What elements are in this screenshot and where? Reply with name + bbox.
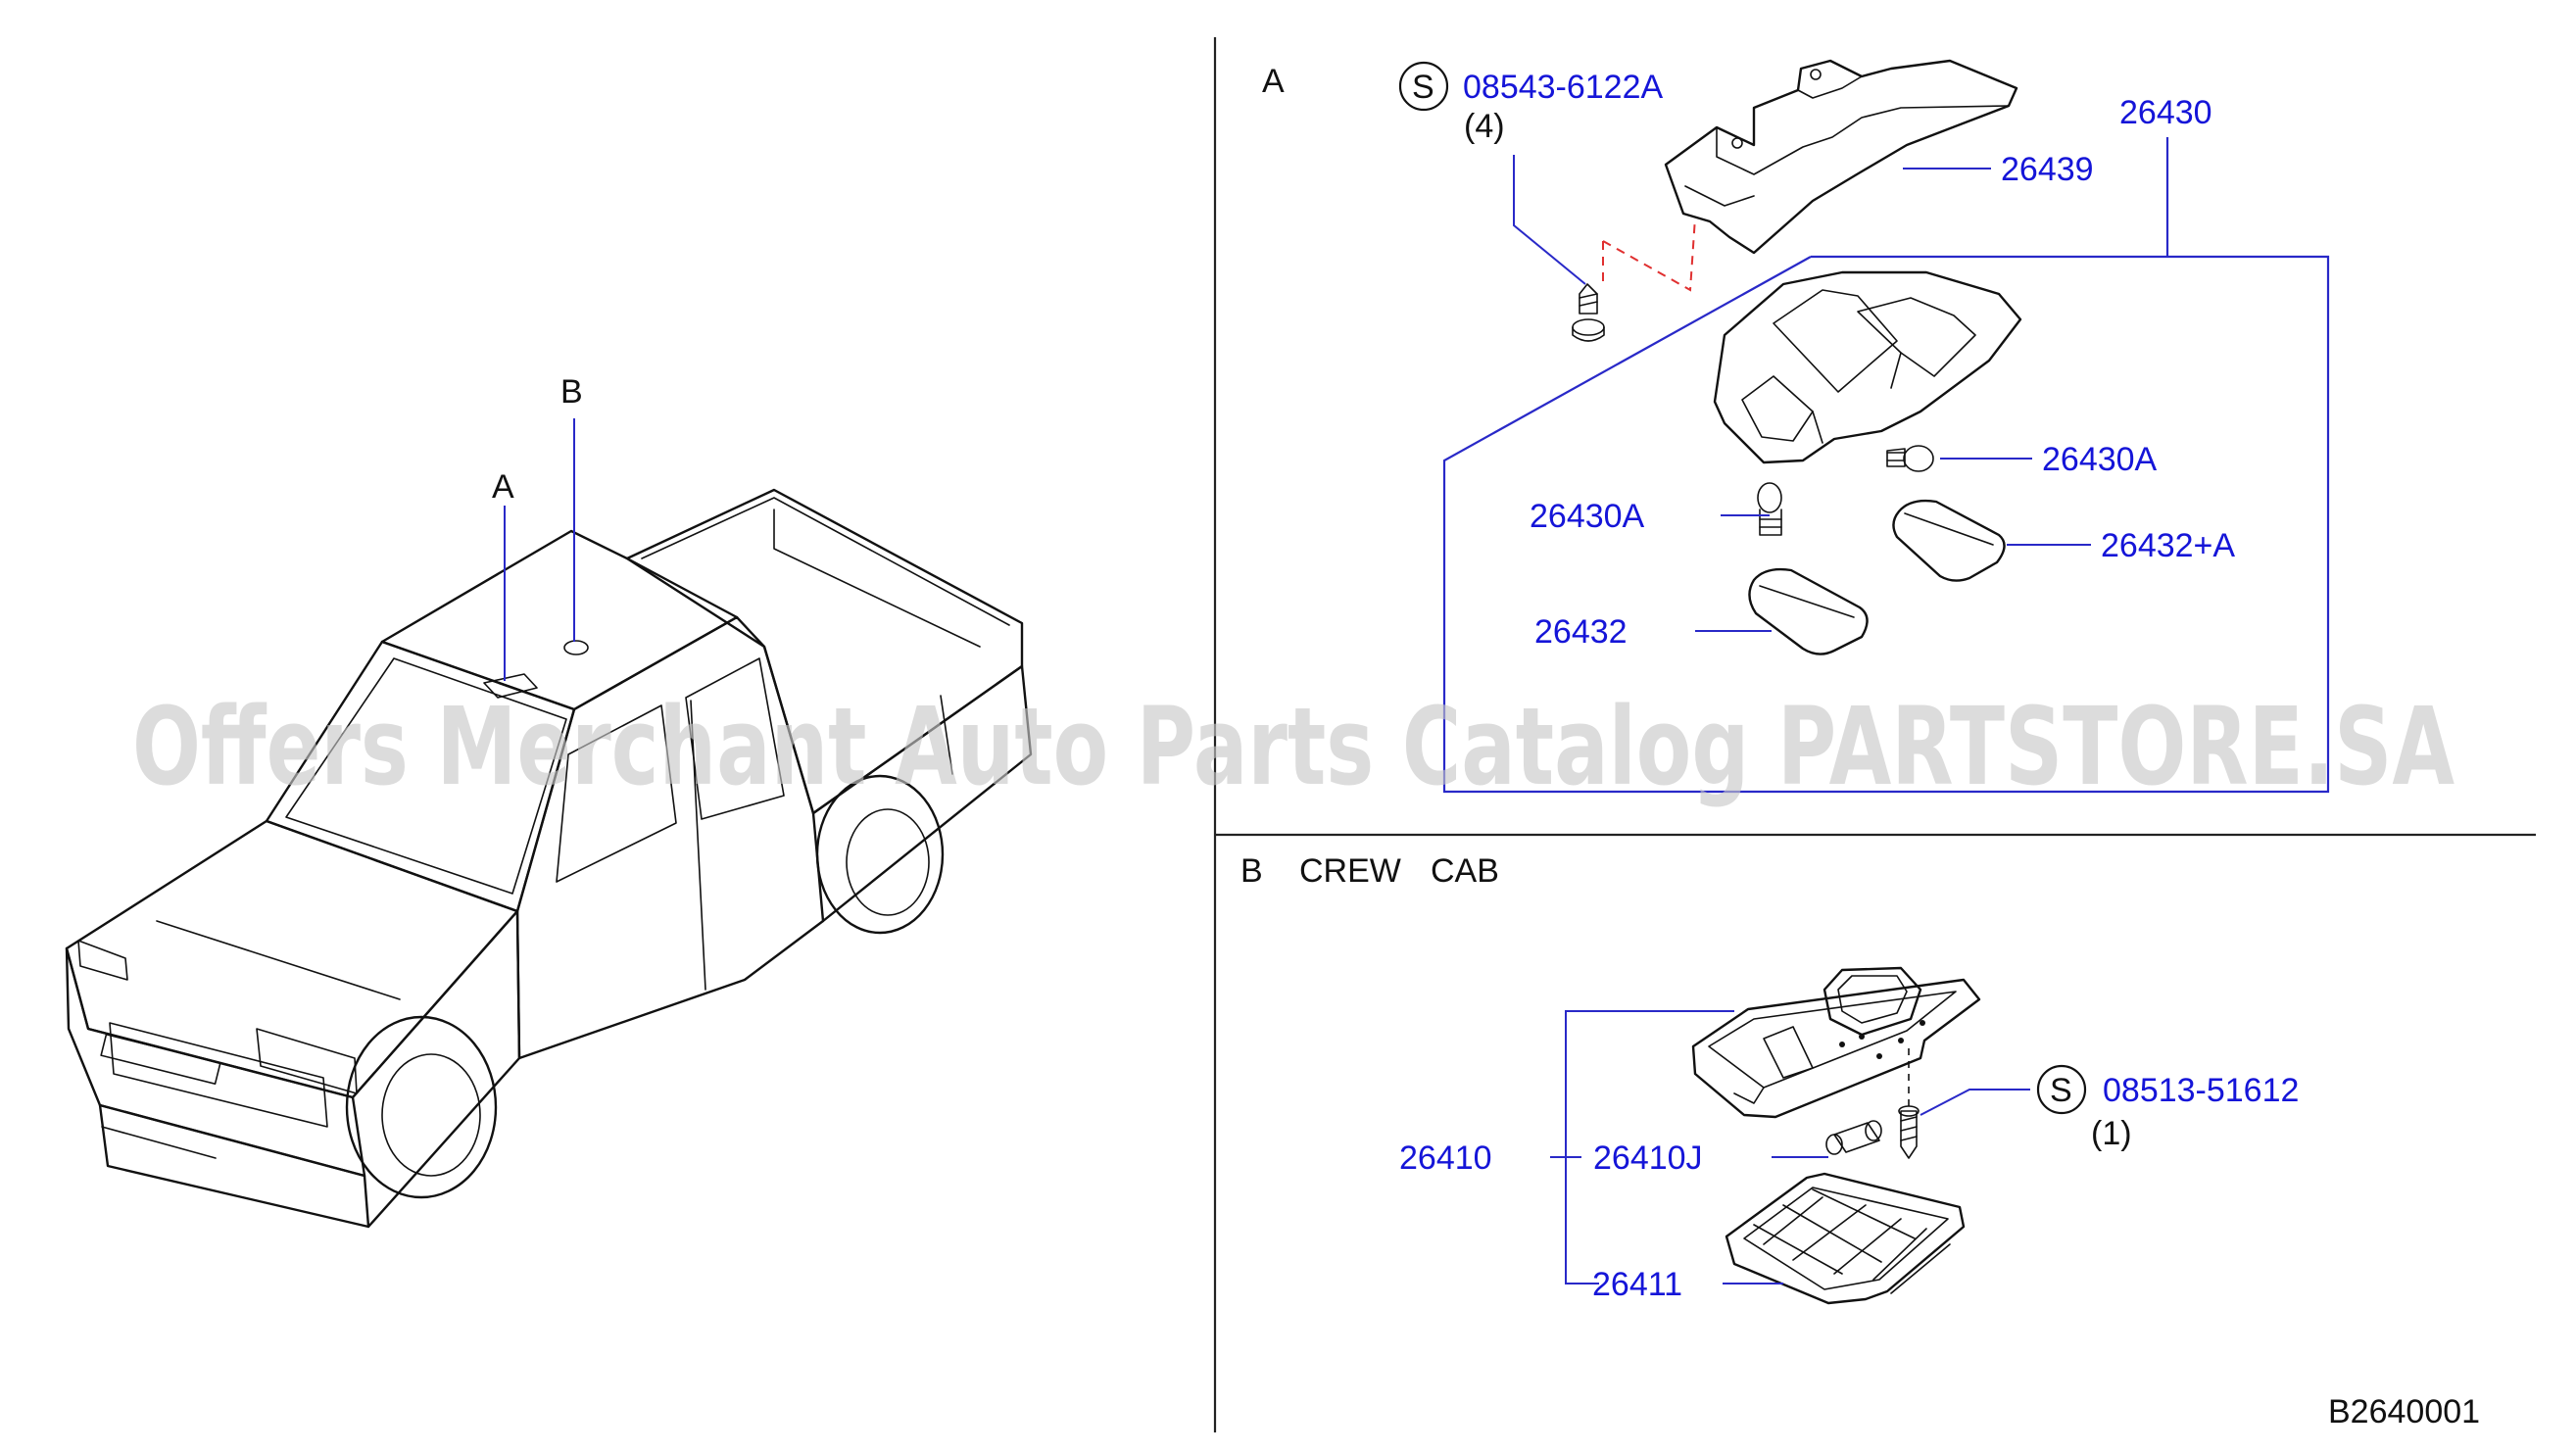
bracket-26439-drawing [1664,59,2018,255]
mounting-guide-dashed [1602,217,1696,292]
dome-lamp-housing-drawing [1691,966,1981,1119]
callout-b-label: B [560,373,583,411]
screw-a-leader [1513,155,1586,285]
screw-symbol-b: S [2036,1064,2087,1115]
truck-illustration [65,488,1033,1229]
diagram-id: B2640001 [2328,1393,2480,1430]
lens-left-drawing [1748,567,1869,655]
section-b-title: B [1240,852,1263,890]
screw-b-leader [1920,1089,2030,1116]
lens-right-drawing [1892,499,2006,582]
screw-qty-b: (1) [2091,1115,2132,1152]
part-number-08513-51612[interactable]: 08513-51612 [2103,1072,2299,1109]
screw-b-icon [1898,1105,1920,1159]
part-number-26432-A[interactable]: 26432+A [2101,527,2235,564]
assembly-26410-bracket [1565,1010,1734,1284]
part-number-26432[interactable]: 26432 [1534,613,1628,651]
svg-text:S: S [1412,69,1434,106]
truck-map-lamp-marker [483,673,538,699]
part-number-08543-6122A[interactable]: 08543-6122A [1463,69,1664,106]
truck-dome-lamp-marker [563,640,589,655]
section-b-subtitle-cab: CAB [1431,852,1499,890]
bulb-left-drawing [1757,482,1782,536]
assembly-26430-frame [1442,137,2330,794]
part-number-26410J[interactable]: 26410J [1593,1139,1703,1177]
screw-qty-a: (4) [1464,108,1505,145]
section-a-title: A [1262,63,1285,100]
svg-text:S: S [2050,1072,2072,1109]
part-number-26411[interactable]: 26411 [1592,1266,1682,1303]
screw-symbol-a: S [1398,61,1449,112]
bulb-right-drawing [1886,445,1934,472]
festoon-bulb-drawing [1825,1120,1882,1155]
part-number-26430[interactable]: 26430 [2119,94,2212,131]
part-number-26410[interactable]: 26410 [1399,1139,1492,1177]
watermark-text: Offers Merchant Auto Parts Catalog PARTS… [132,684,2454,809]
screw-a-icon [1572,283,1605,342]
section-b-subtitle-crew: CREW [1299,852,1401,890]
part-number-26430A-right[interactable]: 26430A [2042,441,2158,478]
callout-a-label: A [492,468,514,506]
part-number-26430A-left[interactable]: 26430A [1530,498,1645,535]
map-lamp-housing-drawing [1713,270,2022,464]
part-number-26439[interactable]: 26439 [2001,151,2094,188]
